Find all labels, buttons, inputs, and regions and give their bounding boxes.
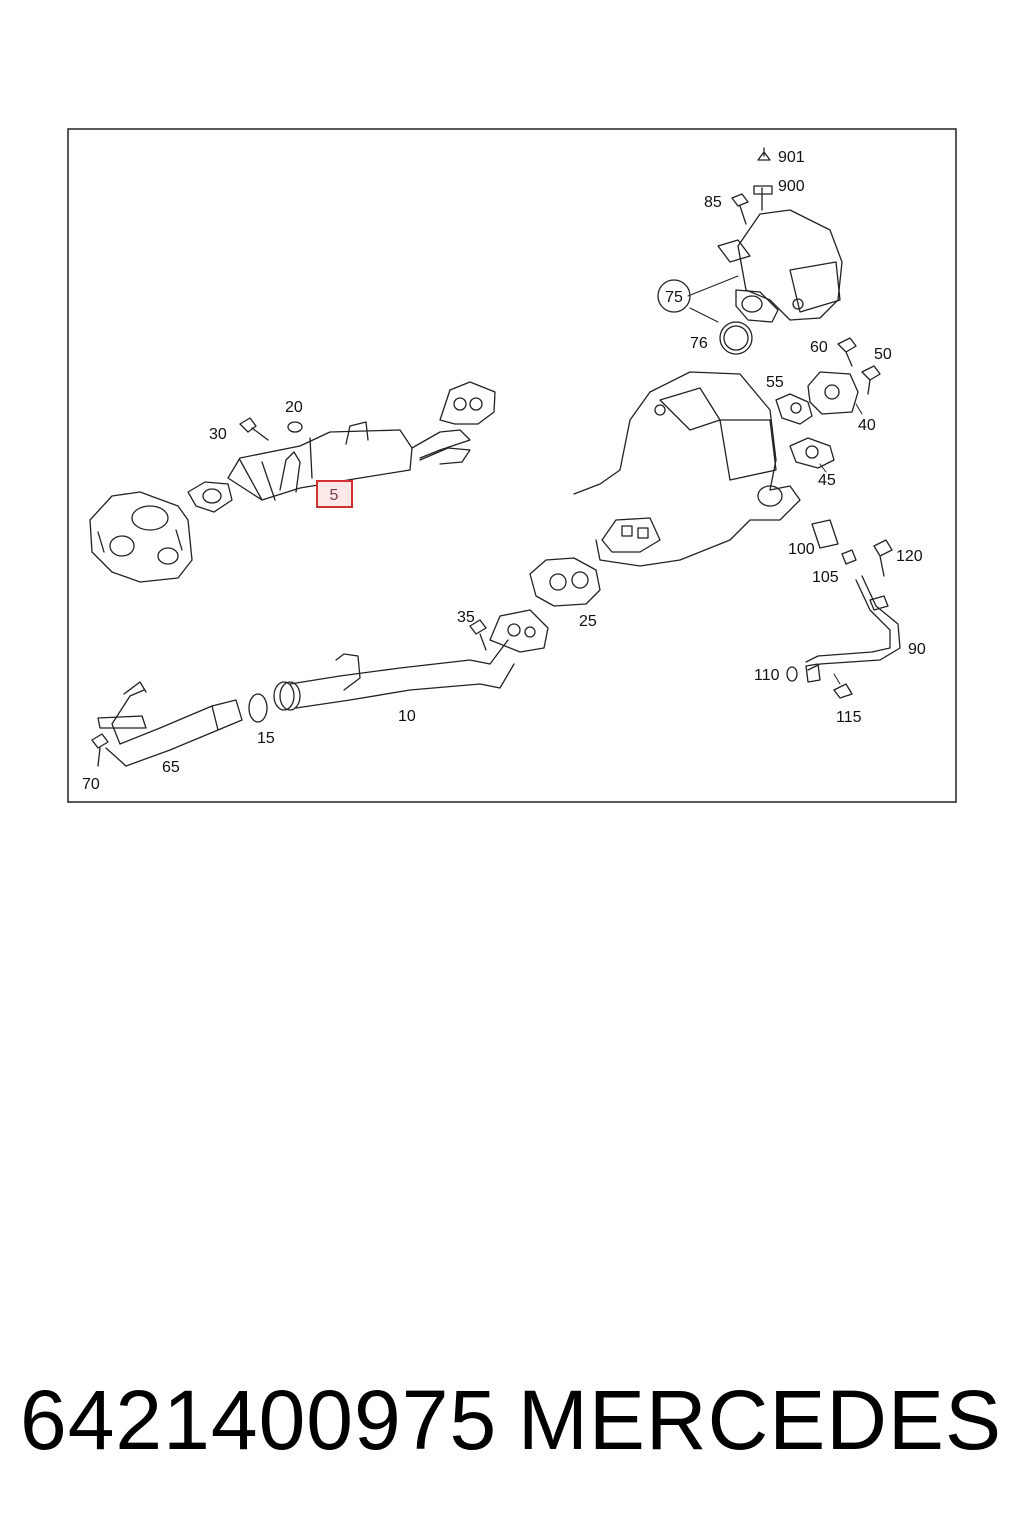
gasket-45 (789, 437, 835, 469)
gasket-55 (775, 393, 813, 425)
o-ring-20 (287, 421, 303, 433)
callout-110[interactable]: 110 (754, 667, 780, 684)
callout-35[interactable]: 35 (457, 609, 475, 626)
gasket-25 (529, 557, 601, 607)
bolt-120 (873, 539, 893, 577)
brand-name: MERCEDES (517, 1373, 1002, 1467)
callout-115[interactable]: 115 (836, 709, 862, 726)
fitting-115 (805, 663, 853, 699)
flange-40 (807, 371, 859, 415)
callout-105[interactable]: 105 (812, 569, 839, 586)
intake-housing (573, 371, 801, 567)
pipe-65 (97, 681, 243, 767)
callout-75-circle (657, 279, 691, 313)
bolt-30 (239, 417, 269, 441)
nut-105 (841, 549, 857, 565)
callout-70[interactable]: 70 (82, 776, 100, 793)
egr-valve (717, 147, 843, 323)
bolt-85 (731, 193, 749, 225)
callout-40[interactable]: 40 (858, 417, 876, 434)
callout-90[interactable]: 90 (908, 641, 926, 658)
callout-85[interactable]: 85 (704, 194, 722, 211)
bolt-35 (469, 619, 487, 651)
callout-50[interactable]: 50 (874, 346, 892, 363)
callout-75[interactable]: 75 (665, 289, 683, 306)
callout-45[interactable]: 45 (818, 472, 836, 489)
callout-76[interactable]: 76 (690, 335, 708, 352)
washer-110 (786, 666, 798, 682)
callout-55[interactable]: 55 (766, 374, 784, 391)
bolt-70 (91, 733, 109, 767)
bolt-60 (837, 337, 857, 367)
pipe-10 (273, 609, 549, 711)
callout-120[interactable]: 120 (896, 548, 923, 565)
footer: 6421400975 MERCEDES (0, 1360, 1024, 1480)
sleeve-100 (811, 519, 839, 549)
callout-30[interactable]: 30 (209, 426, 227, 443)
part-number: 6421400975 (20, 1373, 498, 1467)
callout-20[interactable]: 20 (285, 399, 303, 416)
callout-25[interactable]: 25 (579, 613, 597, 630)
callout-901[interactable]: 901 (778, 149, 805, 166)
callout-900[interactable]: 900 (778, 178, 805, 195)
callout-100[interactable]: 100 (788, 541, 815, 558)
callout-65[interactable]: 65 (162, 759, 180, 776)
callout-60[interactable]: 60 (810, 339, 828, 356)
egr-cooler (187, 381, 496, 513)
seal-15 (248, 693, 268, 723)
pipe-90 (805, 575, 901, 671)
callout-5[interactable]: 5 (330, 487, 339, 504)
exhaust-manifold (89, 491, 193, 583)
highlight-box-5[interactable] (316, 480, 353, 508)
callout-15[interactable]: 15 (257, 730, 275, 747)
seal-ring-76 (719, 321, 753, 355)
bolt-50 (861, 365, 881, 395)
diagram-frame (67, 128, 957, 803)
callout-10[interactable]: 10 (398, 708, 416, 725)
